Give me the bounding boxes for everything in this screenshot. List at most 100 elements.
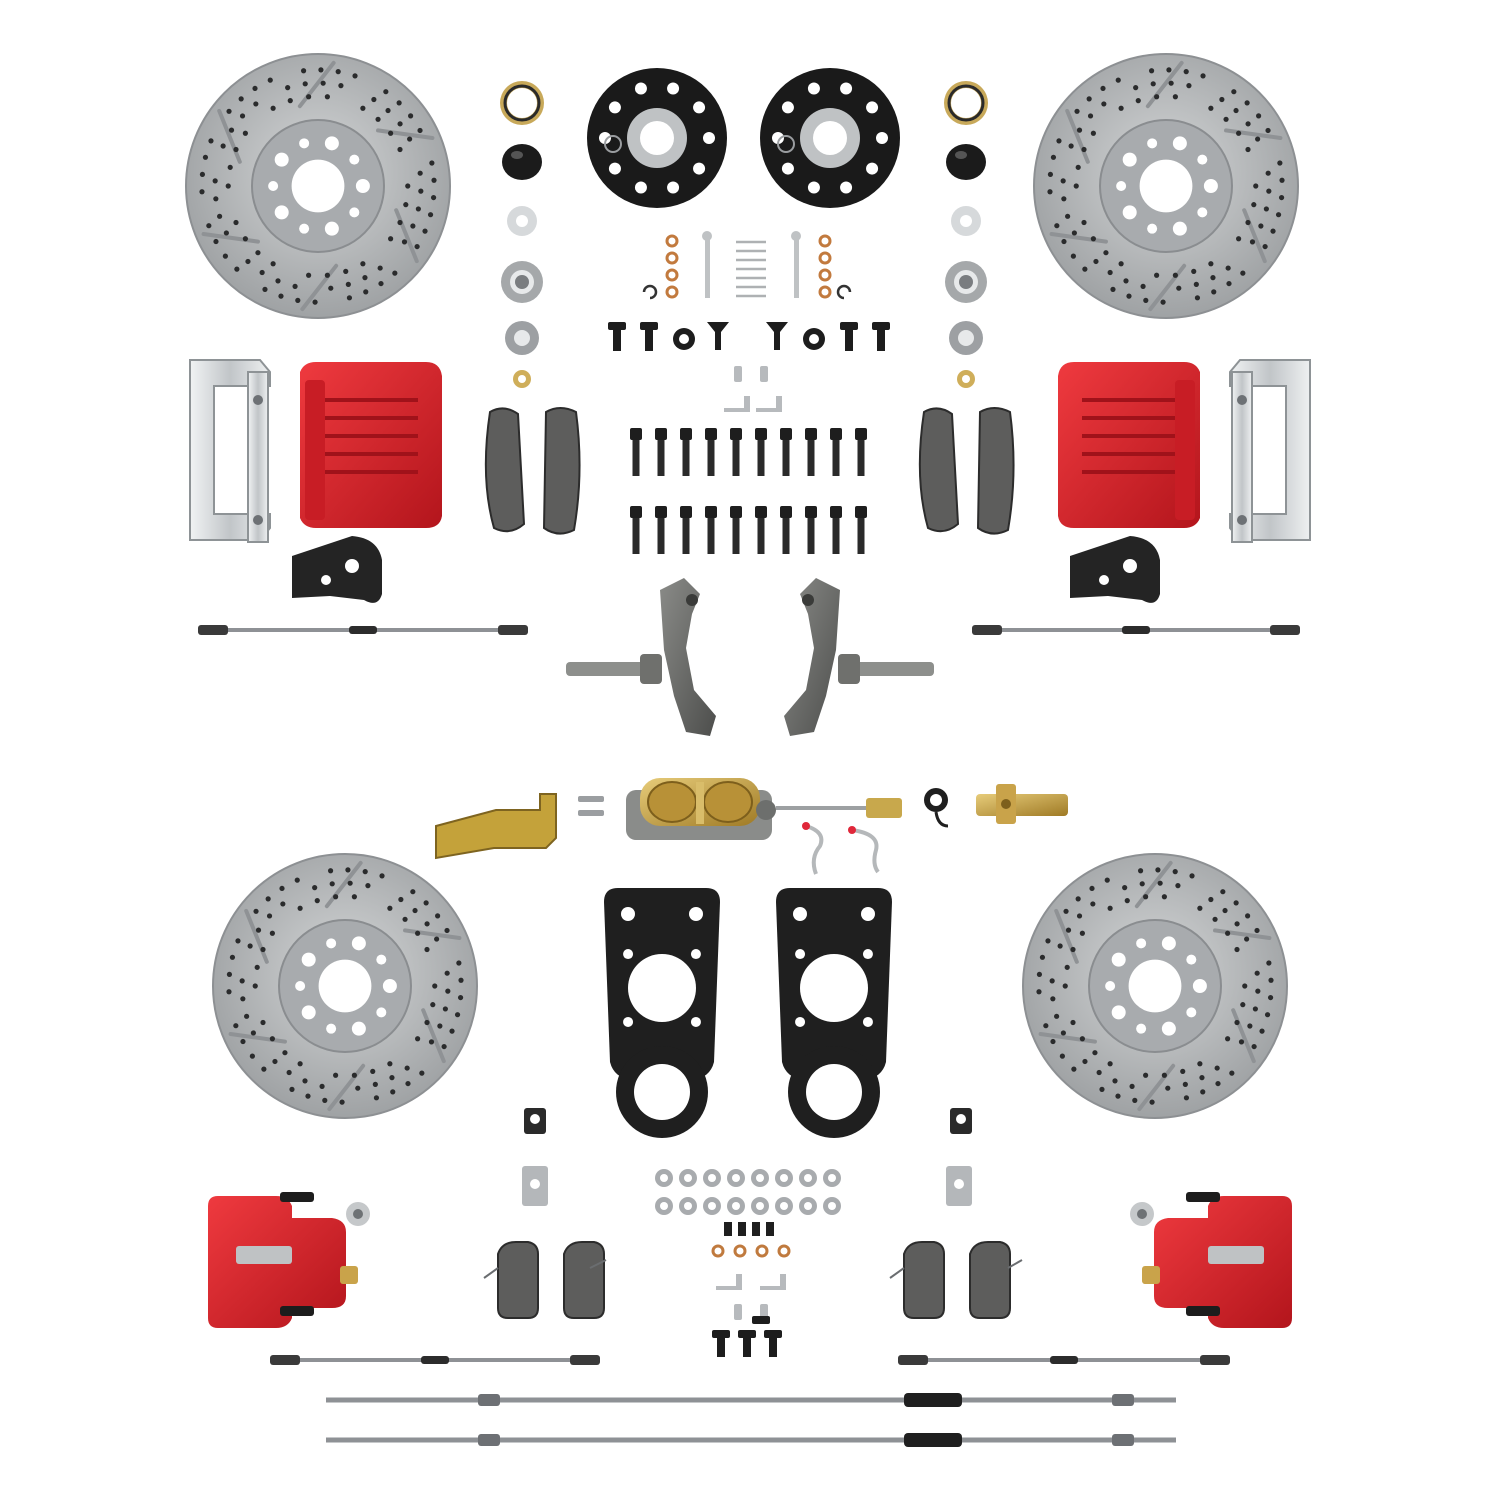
rotor-drill-hole [1074, 108, 1080, 114]
rotor-drill-hole [259, 269, 265, 276]
rotor-drill-hole [1118, 261, 1124, 267]
rotor-drill-hole [1244, 936, 1250, 942]
rotor-lug-hole [301, 952, 316, 967]
rotor-drill-hole [253, 101, 259, 107]
rotor-drill-hole [212, 178, 218, 184]
rotor-drill-hole [294, 877, 300, 883]
rotor-drill-hole [1065, 213, 1071, 219]
rotor-drill-hole [225, 183, 231, 189]
rotor-drill-hole [1254, 970, 1260, 976]
rotor-drill-hole [1075, 164, 1081, 170]
rotor-lug-hole [299, 223, 310, 234]
bolt-shank [782, 440, 790, 476]
rotor-drill-hole [1096, 1069, 1102, 1076]
rotor-drill-hole [226, 108, 232, 114]
rotor-drill-hole [1233, 900, 1239, 906]
rotor-drill-hole [306, 272, 312, 278]
rotor-drill-hole [247, 943, 253, 949]
rotor-drill-hole [1253, 183, 1259, 189]
hose-fitting [898, 1355, 928, 1365]
rotor-drill-hole [338, 83, 344, 89]
bolt-shank [732, 440, 740, 476]
rotor-drill-hole [1143, 1072, 1149, 1078]
rotor-drill-hole [199, 189, 205, 195]
rotor-drill-hole [1214, 1065, 1220, 1071]
rotor-drill-hole [444, 927, 450, 934]
rotor-drill-hole [1061, 196, 1067, 202]
rotor-drill-hole [397, 121, 403, 127]
rotor-drill-hole [1100, 85, 1106, 92]
rotor-drill-hole [1149, 1099, 1155, 1105]
rotor-drill-hole [1050, 154, 1057, 160]
bolt-head [630, 506, 642, 518]
rotor-lug-hole [1186, 954, 1197, 965]
rotor-drill-hole [297, 1061, 303, 1067]
rotor-drill-hole [1122, 885, 1128, 891]
rotor-drill-hole [324, 272, 330, 278]
rotor-drill-hole [346, 295, 353, 301]
spindle-left [566, 578, 716, 736]
rotor-drill-hole [1154, 272, 1160, 278]
rotor-drill-hole [418, 188, 424, 194]
bolt-shank [757, 518, 765, 554]
rotor-drill-hole [1194, 295, 1201, 301]
rotor-slot [1137, 1063, 1176, 1112]
rotor-drill-hole [1071, 1066, 1077, 1072]
parking-brake-cables [326, 1393, 1176, 1447]
rotor-drill-hole [1244, 100, 1250, 106]
rotor-drill-hole [1175, 883, 1181, 889]
rotor-drill-hole [424, 921, 430, 927]
rotor-drill-hole [378, 280, 384, 287]
rotor-drill-hole [333, 1072, 339, 1078]
hose-sleeve [1122, 626, 1150, 634]
rotor-drill-hole [223, 230, 229, 236]
caliper-mount-bracket-right [1070, 536, 1160, 603]
rotor-drill-hole [226, 971, 233, 978]
rotor-drill-hole [428, 1039, 435, 1045]
rotor-drill-hole [1110, 286, 1116, 292]
rotor-drill-hole [222, 253, 228, 259]
rotor-drill-hole [245, 258, 251, 265]
rotor-drill-hole [270, 261, 276, 267]
mounting-studs [578, 796, 604, 816]
rotor-drill-hole [396, 100, 402, 106]
rotor-drill-hole [287, 98, 293, 104]
rotor-lug-hole [376, 954, 387, 965]
bolt-shank [807, 440, 815, 476]
rotor-drill-hole [1062, 983, 1068, 989]
rotor-drill-hole [1252, 1006, 1258, 1012]
rotor-slot [1213, 928, 1272, 941]
rotor-drill-hole [1266, 188, 1272, 194]
rotor-drill-hole [397, 146, 403, 153]
front-caliper-bracket-right [1229, 359, 1311, 543]
rotor-drill-hole [1183, 1095, 1190, 1101]
rear-tabs [522, 1108, 972, 1206]
rotor-drill-hole [1059, 1053, 1065, 1059]
bracket-bolt-hole [690, 949, 701, 960]
front-rotor-right [1033, 53, 1299, 319]
rotor-drill-hole [1071, 230, 1077, 236]
bolt-shank [857, 440, 865, 476]
rotor-drill-hole [1086, 96, 1092, 102]
rotor-slot [228, 1031, 287, 1044]
rotor-drill-hole [279, 885, 285, 892]
rotor-lug-hole [382, 979, 397, 993]
rotor-drill-hole [1212, 916, 1218, 922]
rotor-lug-hole [351, 936, 366, 951]
bolt-shank [832, 518, 840, 554]
rotor-drill-hole [1245, 913, 1251, 919]
rotor-drill-hole [1193, 281, 1199, 287]
rotor-drill-hole [398, 896, 404, 903]
rotor-drill-hole [1070, 253, 1076, 259]
rotor-drill-hole [1054, 223, 1060, 229]
rotor-center-bore [318, 959, 372, 1013]
hose-fitting [498, 625, 528, 635]
front-brake-pads-left [484, 407, 581, 535]
bolt-head [755, 428, 767, 440]
rotor-drill-hole [1197, 905, 1203, 911]
rotor-drill-hole [1070, 1019, 1076, 1026]
rotor-drill-hole [320, 80, 326, 86]
rotor-drill-hole [242, 130, 248, 136]
rotor-drill-hole [1063, 908, 1069, 914]
